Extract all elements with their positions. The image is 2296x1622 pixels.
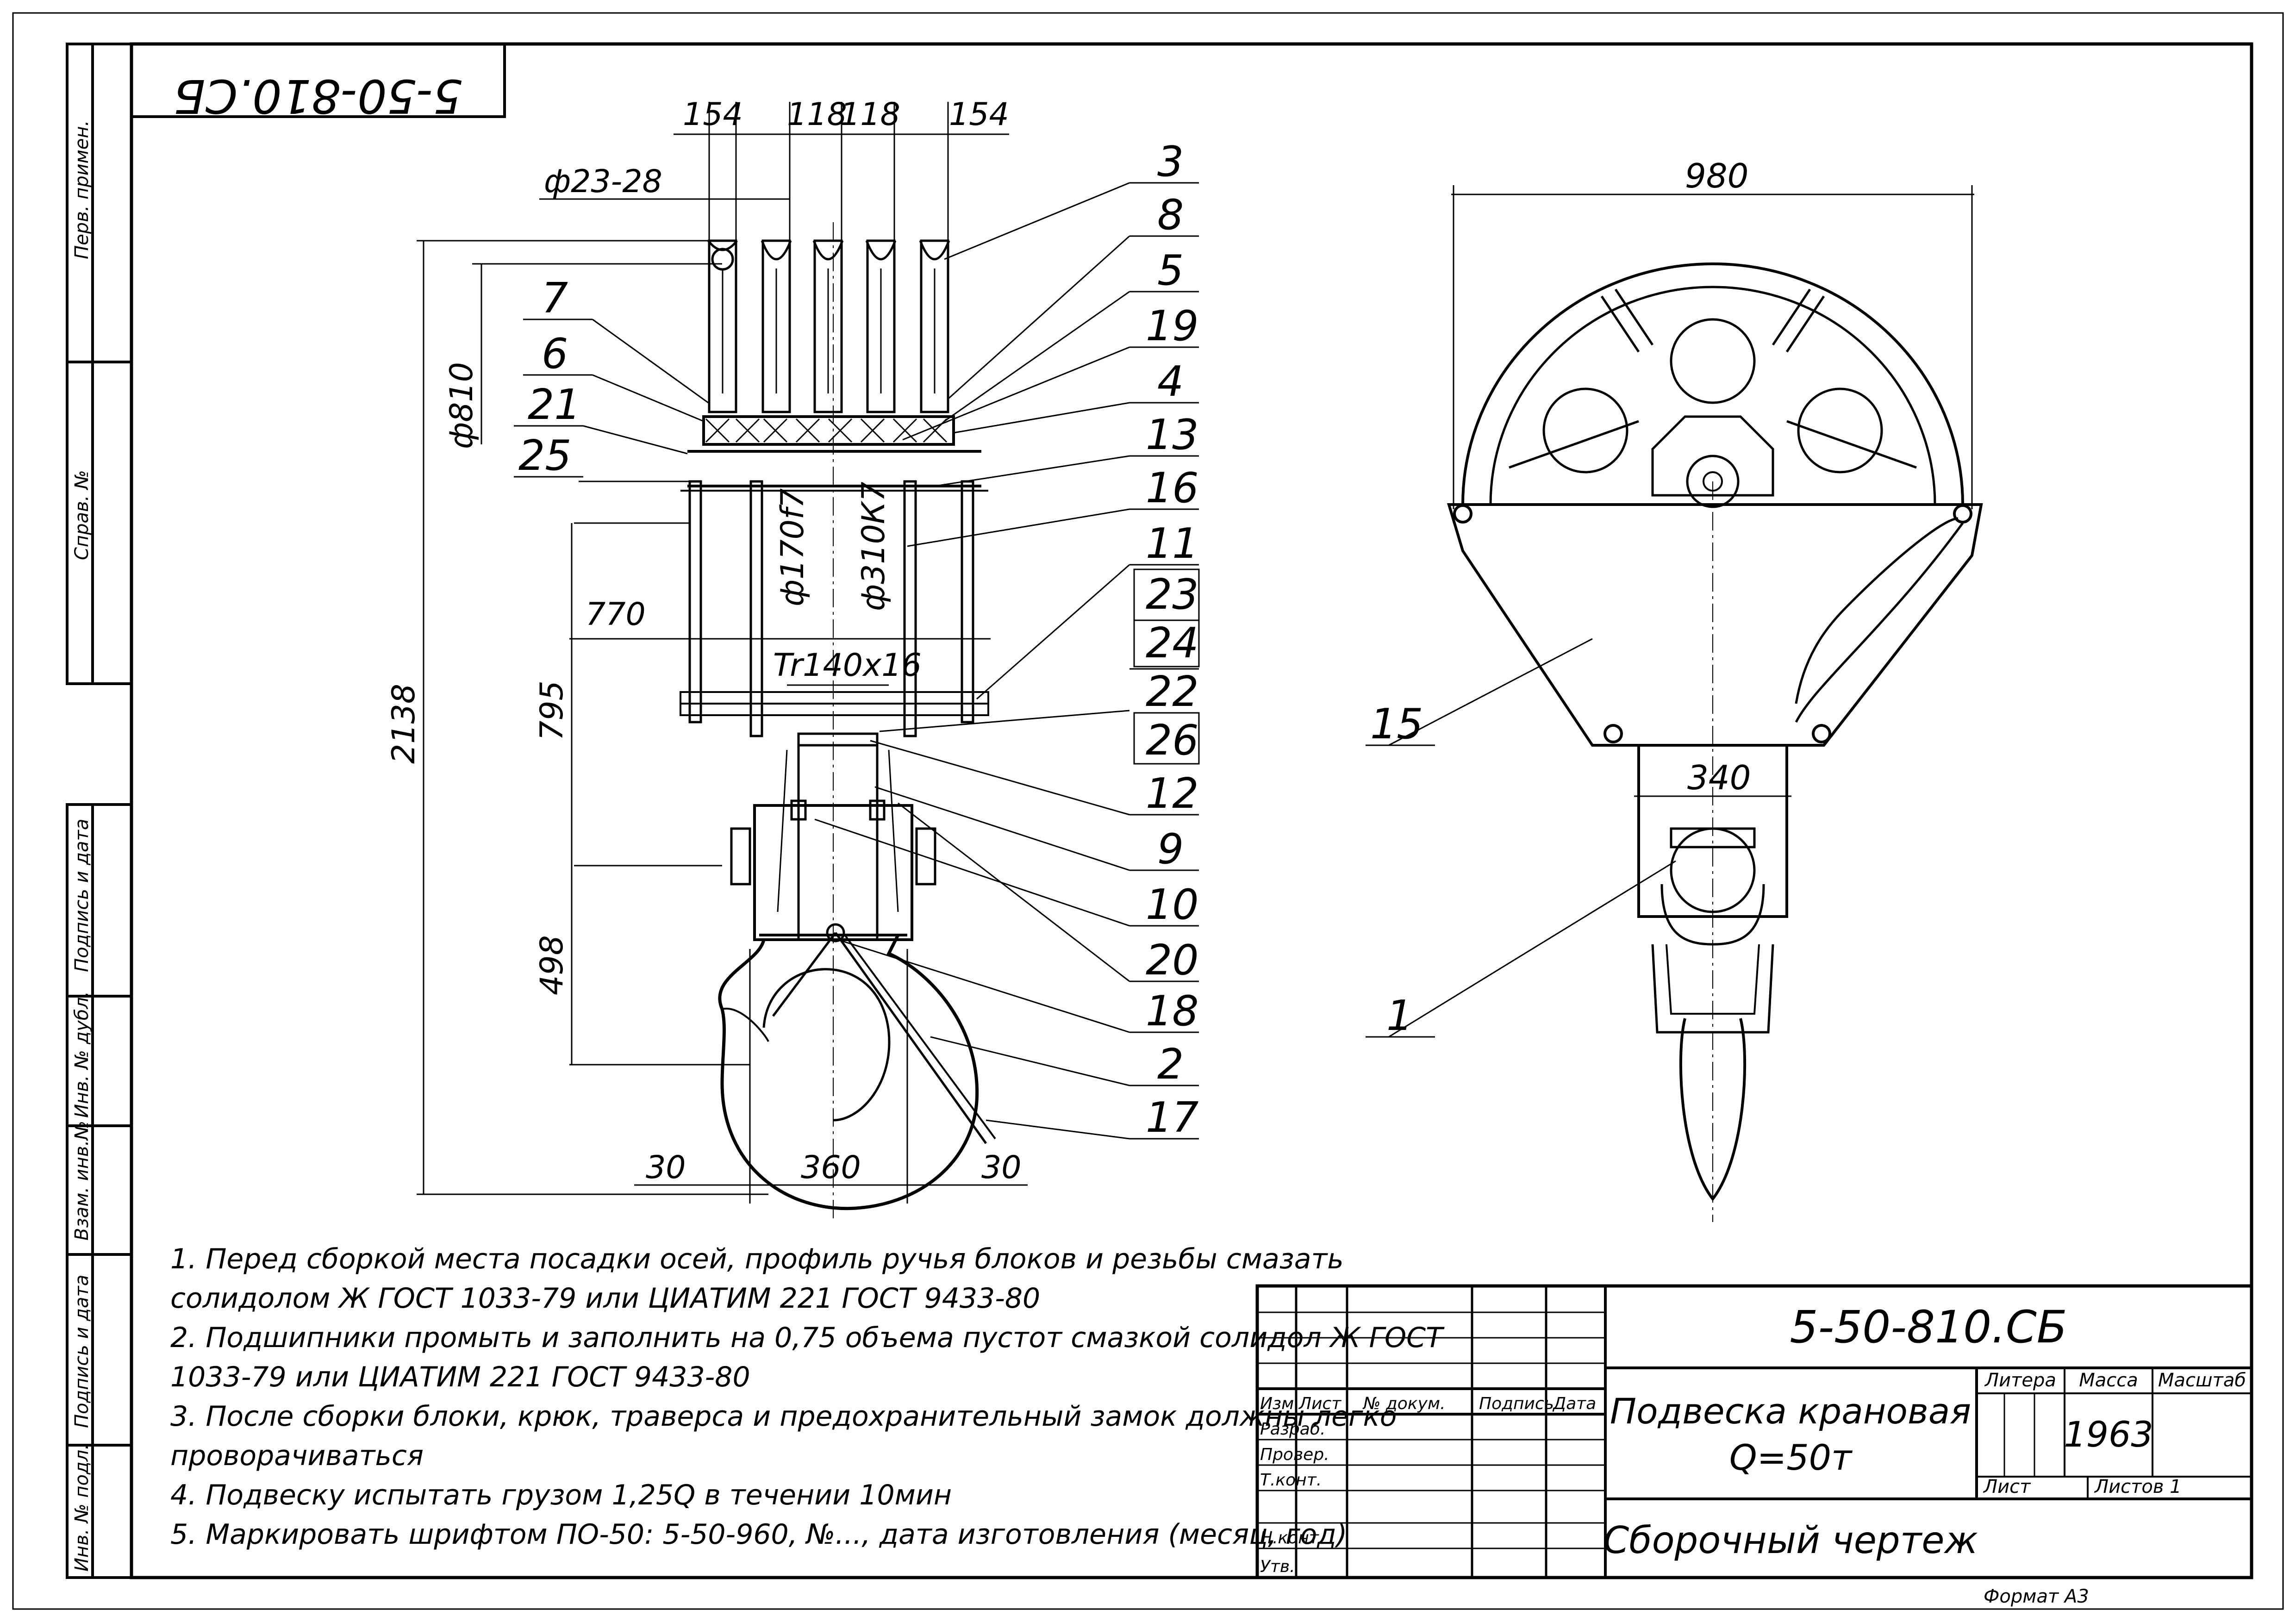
dim-30-left: 30 — [646, 1149, 686, 1186]
format-label: Формат А3 — [1984, 1586, 2089, 1607]
col-list: Лист — [1298, 1394, 1341, 1413]
position-6: 6 — [542, 330, 568, 378]
row-razrab: Разраб. — [1260, 1420, 1325, 1439]
margin-label-sprav-no: Справ. № — [71, 470, 93, 560]
col-date: Дата — [1552, 1394, 1596, 1413]
row-nkont: Н.конт. — [1260, 1528, 1324, 1547]
note-line-2: солидолом Ж ГОСТ 1033-79 или ЦИАТИМ 221 … — [170, 1282, 1040, 1315]
dim-340: 340 — [1687, 758, 1751, 797]
dim-diameter-810: ф810 — [443, 362, 480, 449]
title-mass-value: 1963 — [2064, 1414, 2153, 1455]
position-12: 12 — [1146, 769, 1199, 818]
row-tkont: Т.конт. — [1260, 1471, 1322, 1490]
title-product-name-line2: Q=50т — [1729, 1437, 1853, 1478]
front-view-position-numbers: 3 8 5 19 4 13 16 11 23 24 22 26 12 9 10 … — [518, 137, 1199, 1142]
row-prover: Провер. — [1260, 1445, 1329, 1464]
title-product-name-line1: Подвеска крановая — [1610, 1391, 1971, 1432]
position-18: 18 — [1146, 987, 1199, 1036]
note-line-4: 1033-79 или ЦИАТИМ 221 ГОСТ 9433-80 — [170, 1361, 750, 1393]
dim-154-left: 154 — [683, 96, 743, 133]
front-view-leaders — [514, 182, 1200, 1140]
front-view-dimensions — [417, 102, 1028, 1204]
position-13: 13 — [1146, 411, 1199, 459]
title-litera-label: Литера — [1984, 1370, 2056, 1391]
dim-795: 795 — [534, 680, 570, 741]
position-10: 10 — [1146, 880, 1199, 929]
col-signature: Подпись — [1479, 1394, 1554, 1413]
sheave-pack — [707, 239, 950, 413]
margin-label-inv-dubl: Инв. № дубл. — [71, 991, 93, 1118]
position-24: 24 — [1146, 619, 1199, 668]
side-margin-column — [66, 43, 133, 1579]
note-line-6: проворачиваться — [170, 1440, 424, 1472]
position-23: 23 — [1146, 570, 1199, 619]
technical-notes: 1. Перед сборкой места посадки осей, про… — [170, 1243, 1445, 1551]
position-21: 21 — [528, 381, 581, 429]
note-line-5: 3. После сборки блоки, крюк, траверса и … — [170, 1400, 1397, 1433]
dim-770: 770 — [586, 596, 646, 633]
dim-118-a: 118 — [787, 96, 847, 133]
dim-diameter-23-28: ф23-28 — [544, 163, 662, 200]
title-sheets-label: Листов 1 — [2094, 1476, 2182, 1497]
position-9: 9 — [1157, 825, 1184, 873]
col-doc-no: № докум. — [1362, 1394, 1445, 1413]
row-utv: Утв. — [1260, 1557, 1295, 1576]
rotated-designation-stamp: 5-50-810.СБ — [130, 43, 506, 123]
margin-label-vzam-inv: Взам. инв.№ — [71, 1121, 93, 1241]
title-block-texts: 5-50-810.СБ Подвеска крановая Q=50т Сбор… — [1260, 1301, 2246, 1576]
note-line-1: 1. Перед сборкой места посадки осей, про… — [170, 1243, 1344, 1275]
side-margin-labels: Перв. примен. Справ. № Подпись и дата Ин… — [71, 120, 93, 1572]
dim-118-b: 118 — [840, 96, 900, 133]
dim-154-right: 154 — [949, 96, 1009, 133]
position-22: 22 — [1146, 668, 1199, 716]
position-20: 20 — [1146, 936, 1199, 985]
position-7: 7 — [542, 274, 568, 323]
stamp-designation: 5-50-810.СБ — [174, 69, 462, 123]
side-view-dimensions — [1366, 185, 1974, 1038]
position-16: 16 — [1146, 464, 1199, 512]
title-masshtab-label: Масштаб — [2158, 1370, 2246, 1391]
dim-diameter-170: ф170f7 — [774, 488, 811, 606]
margin-label-podpis-data-2: Подпись и дата — [71, 1275, 93, 1428]
col-izm: Изм — [1260, 1394, 1294, 1413]
front-view-dimension-texts: 154 118 118 154 ф23-28 ф810 ф170f7 ф310К… — [386, 96, 1022, 1186]
position-4: 4 — [1157, 357, 1184, 406]
side-view-texts: 980 340 15 1 — [1370, 156, 1751, 1040]
title-document-type: Сборочный чертеж — [1603, 1519, 1978, 1562]
position-5: 5 — [1157, 246, 1184, 295]
note-line-7: 4. Подвеску испытать грузом 1,25Q в тече… — [170, 1479, 952, 1511]
title-sheet-label: Лист — [1983, 1476, 2031, 1497]
position-26: 26 — [1146, 716, 1199, 765]
position-19: 19 — [1146, 302, 1199, 350]
position-2: 2 — [1157, 1040, 1184, 1089]
position-17: 17 — [1146, 1093, 1199, 1142]
position-25: 25 — [518, 431, 572, 480]
bearing-row — [702, 415, 955, 446]
title-block-grid — [1255, 1284, 2253, 1579]
dim-980: 980 — [1685, 156, 1748, 195]
dim-2138: 2138 — [386, 684, 422, 764]
title-massa-label: Масса — [2079, 1370, 2138, 1391]
front-view — [680, 222, 996, 1222]
position-1: 1 — [1386, 992, 1413, 1040]
position-8: 8 — [1157, 191, 1184, 239]
margin-label-inv-podl: Инв. № подл. — [71, 1444, 93, 1572]
margin-label-podpis-data-1: Подпись и дата — [71, 819, 93, 972]
note-line-3: 2. Подшипники промыть и заполнить на 0,7… — [170, 1322, 1445, 1354]
note-line-8: 5. Маркировать шрифтом ПО-50: 5-50-960, … — [170, 1518, 1347, 1551]
position-11: 11 — [1146, 519, 1199, 568]
dim-498: 498 — [534, 935, 570, 995]
side-view — [1447, 262, 1983, 1222]
dim-diameter-310: ф310К7 — [855, 482, 892, 611]
dim-360: 360 — [801, 1149, 861, 1186]
position-15: 15 — [1370, 700, 1423, 749]
margin-label-perv-primen: Перв. примен. — [71, 120, 93, 259]
title-designation: 5-50-810.СБ — [1790, 1301, 2067, 1353]
position-3: 3 — [1157, 137, 1184, 186]
guard-arc — [1461, 262, 1964, 505]
dim-thread: Tr140x16 — [773, 647, 922, 684]
dim-30-right: 30 — [981, 1149, 1022, 1186]
hook-body — [718, 934, 979, 1210]
